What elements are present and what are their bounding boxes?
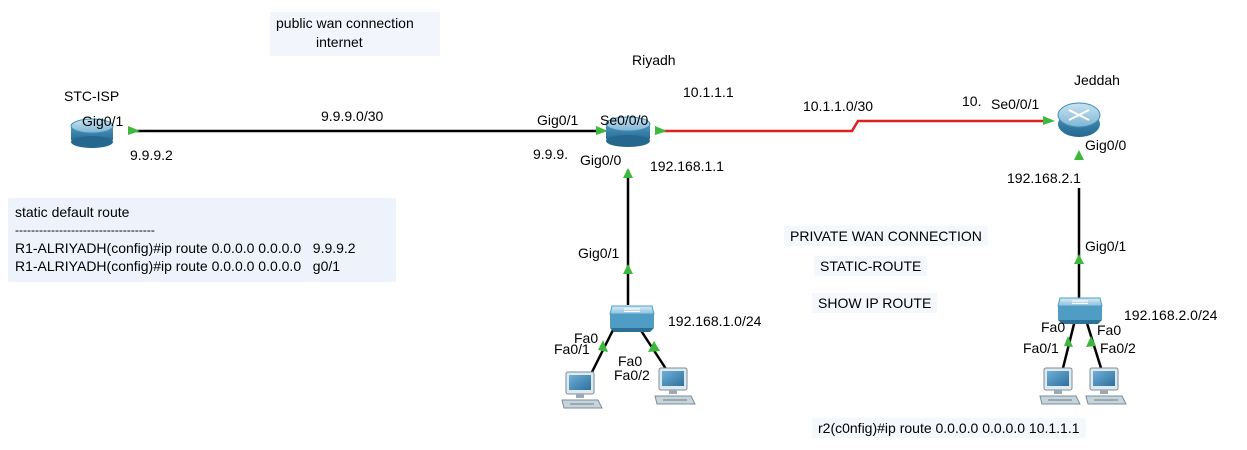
router-icon-stc-isp[interactable] (70, 118, 114, 148)
label-jeddah-lan-port: Gig0/0 (1085, 137, 1127, 153)
switch-icon-1[interactable] (609, 305, 655, 332)
label-sw1-fa0-a: Fa0 (574, 330, 599, 346)
label-sw2-fa01: Fa0/1 (1023, 340, 1059, 356)
label-sw2-fa0-a: Fa0 (1041, 319, 1066, 335)
link-status-indicators (128, 116, 1096, 352)
link-up-riyadh-lan (623, 168, 633, 178)
note-static-route: STATIC-ROUTE (814, 256, 928, 276)
router-icon-jeddah[interactable] (1057, 102, 1101, 137)
label-sw2-fa0-b: Fa0 (1097, 322, 1122, 338)
static-route-note: static default route -------------------… (8, 198, 396, 282)
static-route-cmd2: R1-ALRIYADH(config)#ip route 0.0.0.0 0.0… (15, 258, 341, 274)
link-up-riyadh-serial (655, 126, 667, 135)
pc-icon-4[interactable] (1085, 367, 1127, 405)
label-lan1-net: 192.168.1.0/24 (668, 313, 762, 329)
link-up-sw2-pc3 (1064, 336, 1073, 347)
label-public-net: 9.9.9.0/30 (321, 108, 384, 124)
label-sw1-fa02: Fa0/2 (614, 367, 650, 383)
label-lan2-net: 192.168.2.0/24 (1124, 307, 1218, 323)
link-serial-riyadh-jeddah[interactable] (660, 119, 1046, 133)
link-up-jeddah-lan (1074, 150, 1084, 160)
pc-icon-3[interactable] (1039, 367, 1081, 405)
label-isp-port: Gig0/1 (82, 113, 124, 129)
note-public-wan: public wan connection internet (270, 12, 440, 56)
note-public-wan-line1: public wan connection (276, 15, 414, 31)
link-up-switch1-uplink (623, 264, 633, 274)
label-sw1-fa01: Fa0/1 (554, 341, 590, 357)
note-public-wan-line2: internet (316, 34, 363, 50)
device-label-riyadh: Riyadh (632, 52, 676, 68)
note-show-ip-route: SHOW IP ROUTE (812, 293, 938, 313)
device-label-stc-isp: STC-ISP (64, 88, 120, 104)
label-riyadh-lan-ip: 192.168.1.1 (650, 158, 724, 174)
static-route-cmd1: R1-ALRIYADH(config)#ip route 0.0.0.0 0.0… (15, 240, 356, 256)
label-jeddah-lan-ip: 192.168.2.1 (1007, 170, 1081, 186)
label-riyadh-serial-ip: 10.1.1.1 (683, 84, 734, 100)
pc-icon-2[interactable] (654, 367, 696, 405)
label-sw2-fa02: Fa0/2 (1100, 340, 1136, 356)
label-switch1-uplink: Gig0/1 (578, 245, 620, 261)
label-riyadh-lan-port: Gig0/0 (580, 152, 622, 168)
note-r2-command: r2(c0nfig)#ip route 0.0.0.0 0.0.0.0 10.1… (812, 418, 1086, 438)
static-route-divider: ----------------------------------- (15, 223, 155, 237)
link-up-riyadh-wan (596, 126, 608, 135)
label-riyadh-wan-port: Gig0/1 (537, 112, 579, 128)
static-route-title: static default route (15, 204, 130, 220)
device-label-jeddah: Jeddah (1074, 72, 1120, 88)
label-jeddah-serial: Se0/0/1 (991, 96, 1040, 112)
link-up-switch2-uplink (1074, 254, 1084, 264)
router-icon-riyadh[interactable] (605, 116, 651, 147)
pc-icon-1[interactable] (561, 371, 603, 409)
link-up-sw1-pc1 (598, 340, 608, 352)
link-up-jeddah-serial (1043, 116, 1055, 125)
label-isp-ip: 9.9.9.2 (130, 147, 173, 163)
label-switch2-uplink: Gig0/1 (1085, 238, 1127, 254)
label-sw1-fa0-b: Fa0 (618, 353, 643, 369)
label-serial-net: 10.1.1.0/30 (803, 98, 874, 114)
label-jeddah-serial-ip: 10. (962, 93, 982, 109)
link-up-sw1-pc2 (648, 341, 660, 352)
label-riyadh-serial: Se0/0/0 (600, 112, 649, 128)
link-up-isp (128, 126, 140, 135)
label-riyadh-wan-ip: 9.9.9. (533, 146, 569, 162)
link-up-sw2-pc4 (1086, 336, 1096, 347)
note-private-wan: PRIVATE WAN CONNECTION (784, 226, 988, 246)
switch-icon-2[interactable] (1057, 297, 1103, 324)
